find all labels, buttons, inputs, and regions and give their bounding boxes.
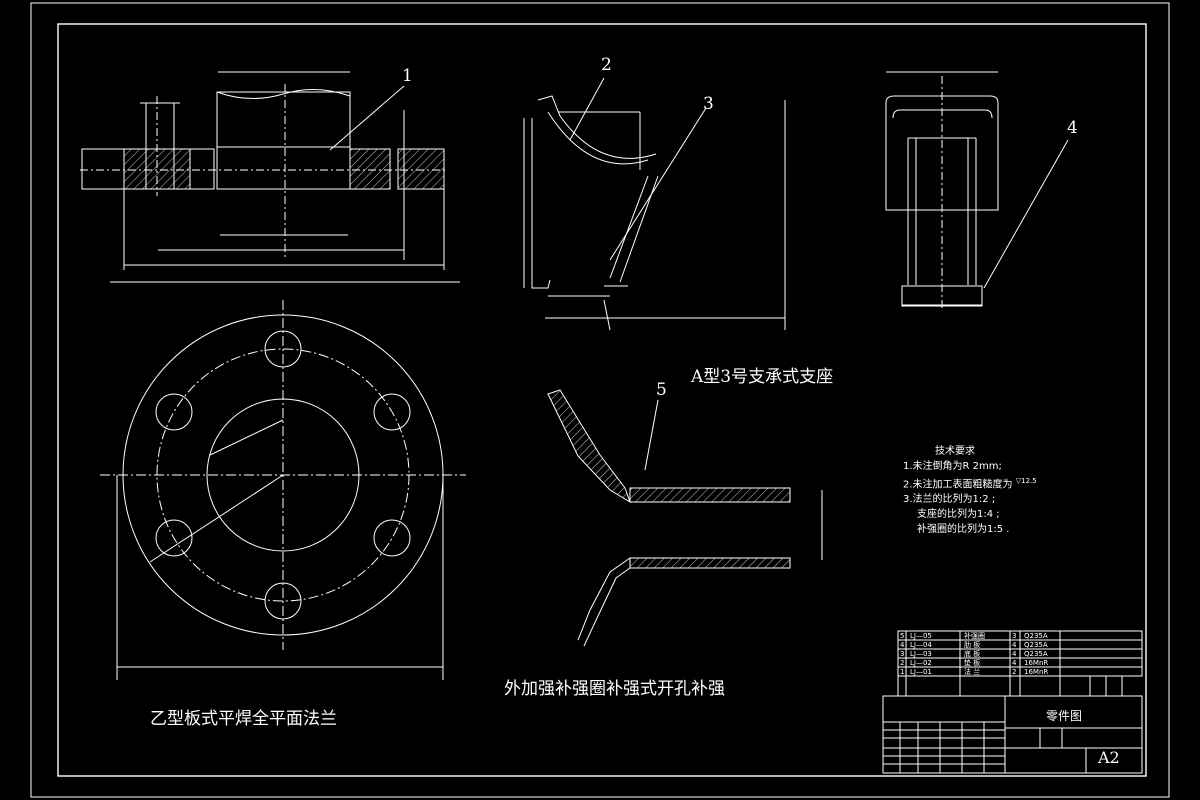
tech-line-4: 支座的比列为1:4 ;	[917, 509, 1000, 521]
caption-flange: 乙型板式平焊全平面法兰	[150, 709, 337, 729]
parts-cell-no: 3	[900, 650, 905, 658]
parts-cell-no: 1	[900, 668, 905, 676]
parts-cell-qty: 4	[1012, 659, 1017, 667]
tech-line-3: 3.法兰的比列为1:2 ;	[903, 494, 996, 506]
parts-cell-name: 补强圈	[964, 632, 985, 640]
parts-cell-qty: 2	[1012, 668, 1017, 676]
leader-1	[329, 85, 405, 151]
title-block	[882, 695, 1143, 774]
balloon-4: 4	[1067, 118, 1078, 138]
parts-cell-mat: Q235A	[1024, 632, 1048, 640]
leader-4	[983, 139, 1069, 289]
parts-cell-qty: 3	[1012, 632, 1017, 640]
drawing-name: 零件图	[1046, 709, 1083, 723]
tech-line-5: 补强圈的比列为1:5 .	[917, 524, 1010, 536]
support-side-view	[523, 95, 786, 331]
caption-reinforce: 外加强补强圈补强式开孔补强	[504, 679, 725, 699]
tech-title: 技术要求	[935, 446, 975, 457]
parts-cell-mat: 16MnR	[1024, 668, 1049, 676]
parts-cell-name: 法 兰	[964, 668, 981, 676]
parts-cell-code: LJ—01	[910, 668, 932, 676]
balloon-5: 5	[656, 380, 667, 400]
flange-section-view	[80, 71, 460, 283]
parts-cell-no: 5	[900, 632, 905, 640]
balloon-3: 3	[703, 94, 714, 114]
flange-plan-view	[100, 300, 466, 680]
parts-cell-mat: Q235A	[1024, 641, 1048, 649]
inner-border	[57, 23, 1147, 777]
parts-cell-name: 肋 板	[964, 641, 981, 649]
leader-5	[644, 399, 659, 471]
parts-cell-code: LJ—03	[910, 650, 932, 658]
leader-3	[609, 107, 707, 261]
outer-border	[30, 2, 1170, 798]
tech-line-1: 1.未注倒角为R 2mm;	[903, 461, 1002, 472]
reinforcing-pad-view	[547, 389, 823, 647]
parts-cell-mat: Q235A	[1024, 650, 1048, 658]
technical-requirements: 技术要求 1.未注倒角为R 2mm; 2.未注加工表面粗糙度为 ▽12.5 3.…	[903, 444, 1037, 537]
parts-cell-code: LJ—04	[910, 641, 932, 649]
parts-table	[897, 630, 1143, 697]
parts-cell-code: LJ—02	[910, 659, 932, 667]
leader-2	[569, 77, 605, 141]
roughness-symbol: ▽12.5	[1015, 477, 1037, 485]
support-front-view	[885, 71, 999, 310]
parts-cell-no: 4	[900, 641, 905, 649]
balloon-1: 1	[402, 66, 413, 86]
parts-cell-name: 垫 板	[964, 659, 981, 667]
parts-cell-no: 2	[900, 659, 905, 667]
tech-line-2: 2.未注加工表面粗糙度为 ▽12.5	[903, 477, 1037, 491]
parts-cell-mat: 16MnR	[1024, 659, 1049, 667]
parts-cell-qty: 4	[1012, 641, 1017, 649]
parts-cell-code: LJ—05	[910, 632, 932, 640]
parts-cell-name: 底 板	[964, 650, 981, 658]
sheet-size: A2	[1098, 748, 1120, 767]
balloon-2: 2	[601, 55, 612, 75]
parts-cell-qty: 4	[1012, 650, 1017, 658]
caption-support: A型3号支承式支座	[691, 367, 834, 387]
